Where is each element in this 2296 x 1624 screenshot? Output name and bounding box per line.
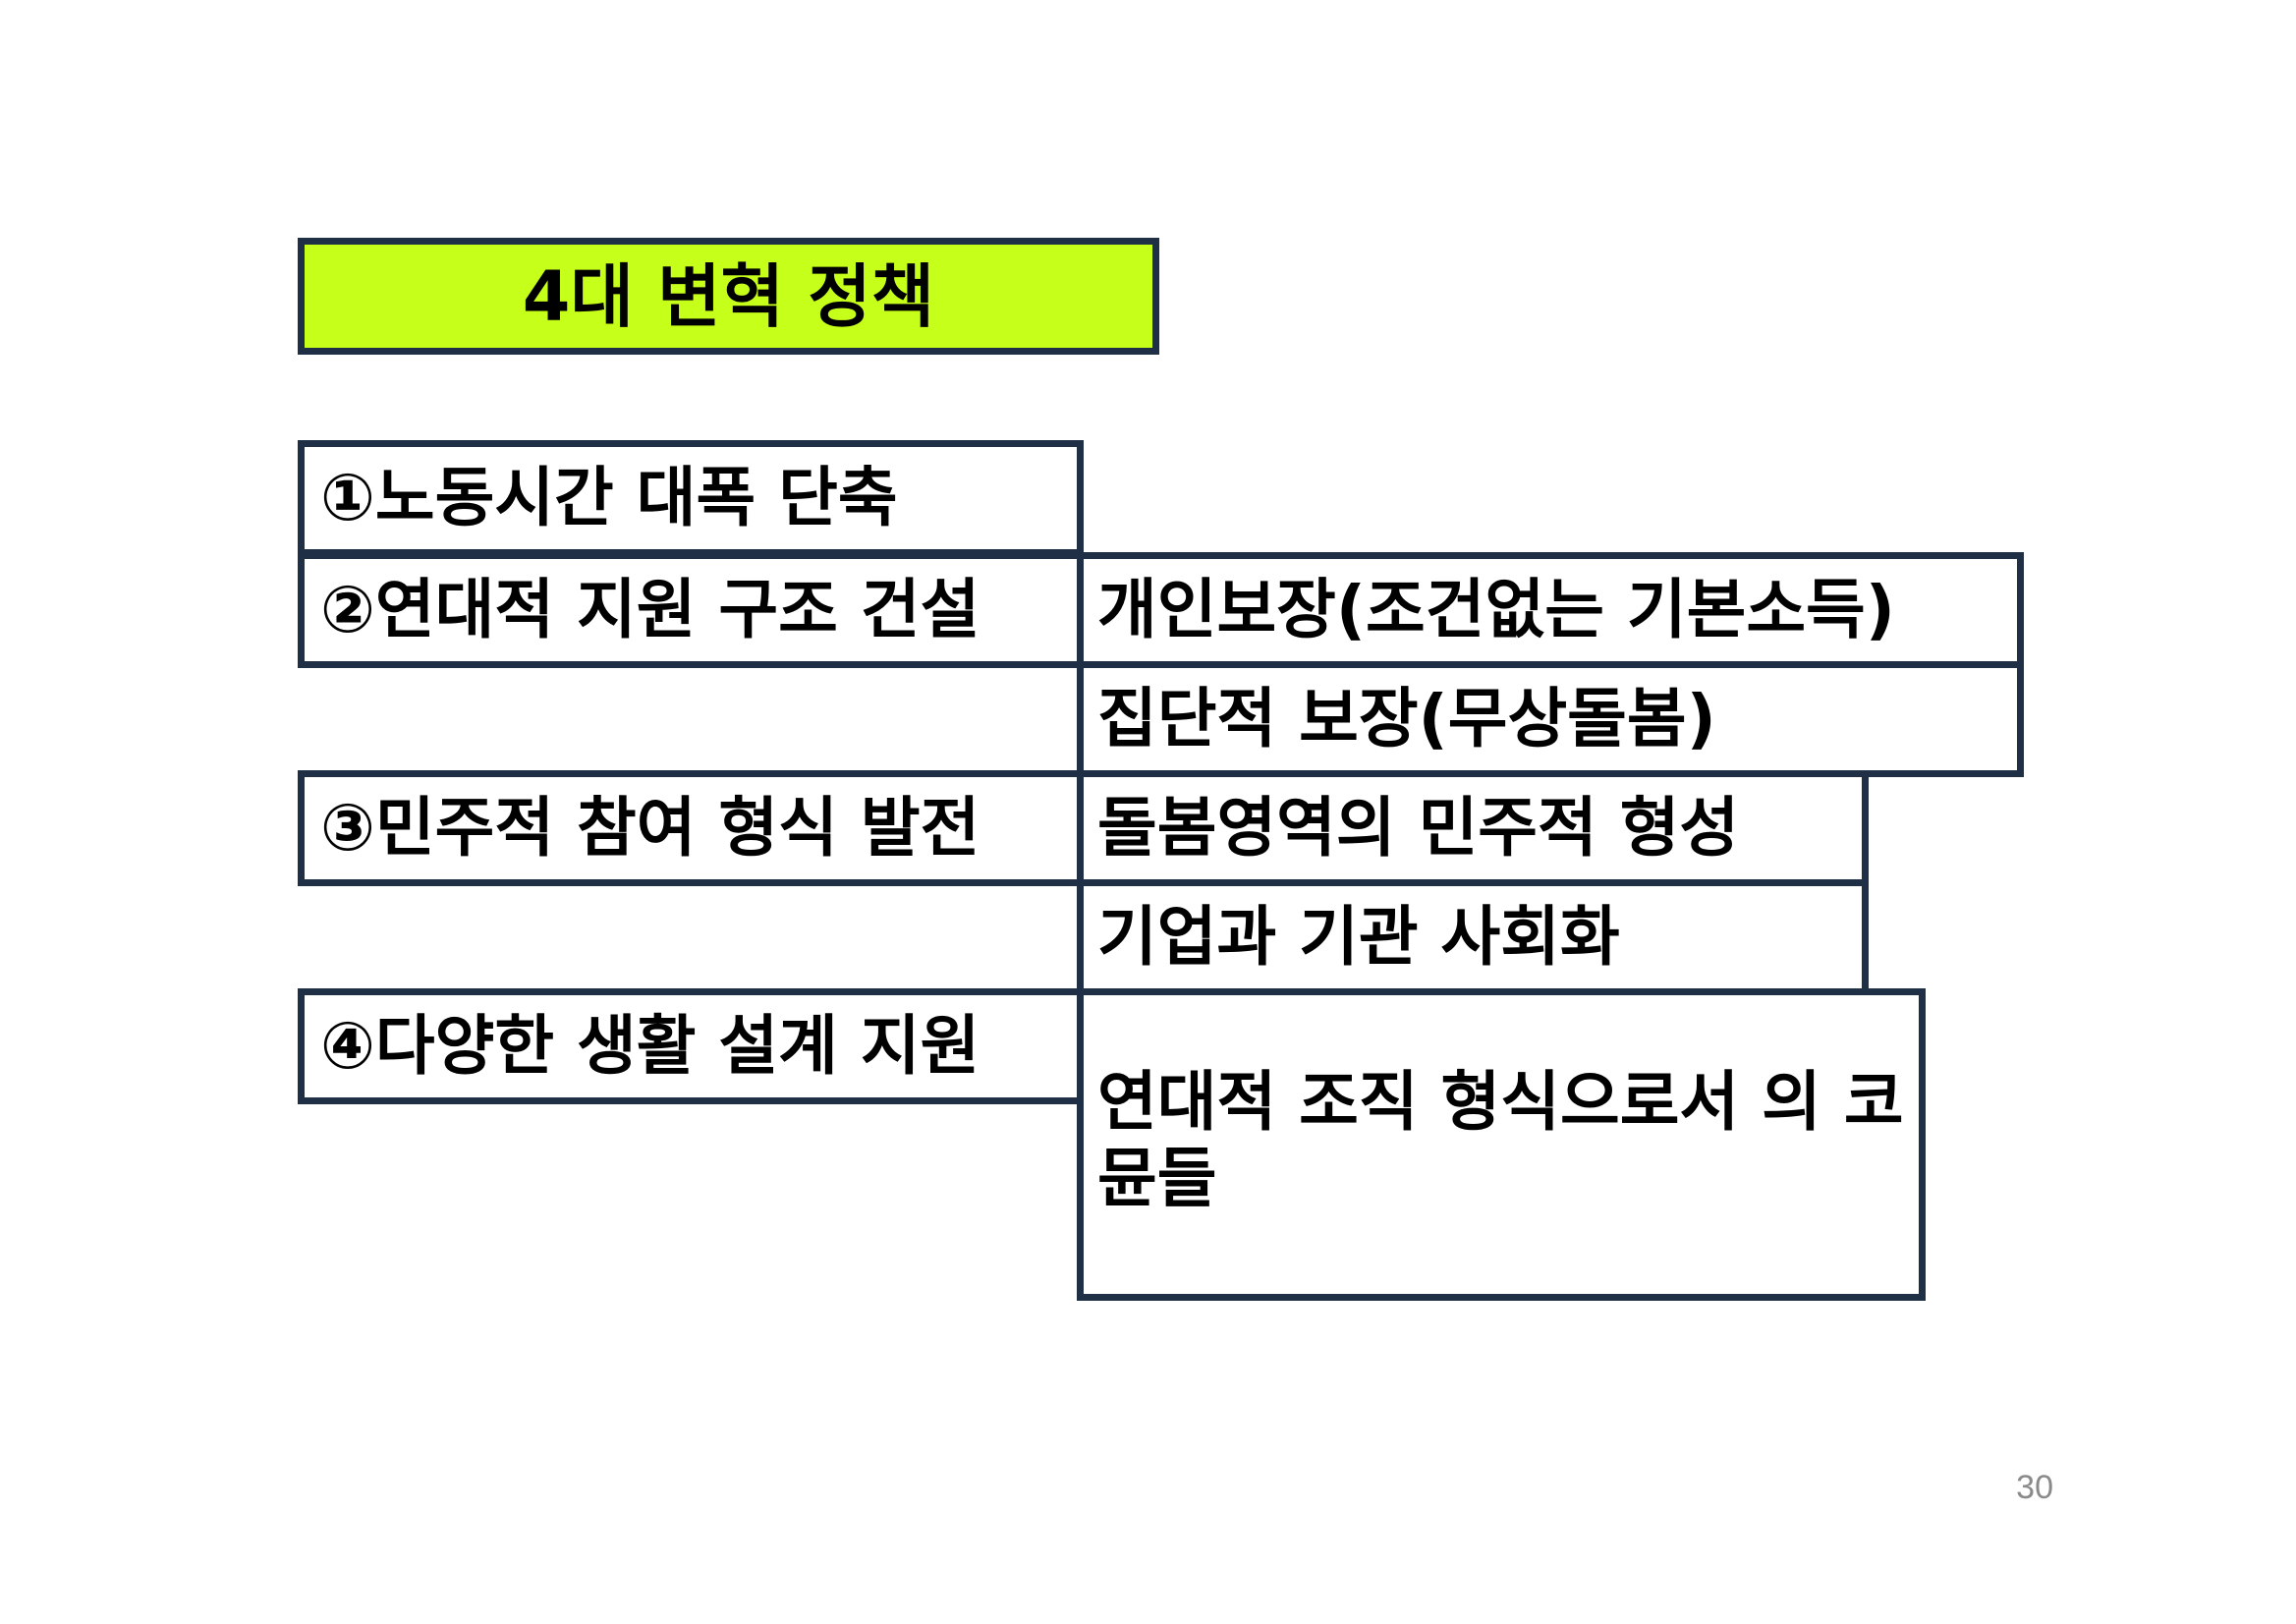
detail-item-4-label: 기업과 기관 사회화 bbox=[1097, 899, 1620, 976]
detail-item-1: 개인보장(조건없는 기본소득) bbox=[1077, 552, 2024, 668]
policy-item-2: ②연대적 지원 구조 건설 bbox=[298, 552, 1084, 668]
policy-item-2-label: ②연대적 지원 구조 건설 bbox=[320, 572, 980, 648]
policy-item-1-label: ①노동시간 대폭 단축 bbox=[320, 460, 898, 536]
detail-item-2-label: 집단적 보장(무상돌봄) bbox=[1097, 681, 1716, 757]
policy-item-3-label: ③민주적 참여 형식 발전 bbox=[320, 790, 980, 867]
page-number: 30 bbox=[2016, 1469, 2053, 1506]
policy-item-1: ①노동시간 대폭 단축 bbox=[298, 440, 1084, 556]
policy-item-4-label: ④다양한 생활 설계 지원 bbox=[320, 1008, 980, 1085]
policy-title: 4대 변혁 정책 bbox=[522, 255, 935, 337]
detail-item-3-label: 돌봄영역의 민주적 형성 bbox=[1097, 790, 1740, 867]
detail-item-5: 연대적 조직 형식으로서 의 코뮨들 bbox=[1077, 988, 1926, 1301]
detail-item-3: 돌봄영역의 민주적 형성 bbox=[1077, 770, 1869, 886]
detail-item-2: 집단적 보장(무상돌봄) bbox=[1077, 661, 2024, 777]
policy-item-4: ④다양한 생활 설계 지원 bbox=[298, 988, 1084, 1104]
detail-item-1-label: 개인보장(조건없는 기본소득) bbox=[1097, 572, 1895, 648]
policy-title-box: 4대 변혁 정책 bbox=[298, 238, 1159, 355]
policy-item-3: ③민주적 참여 형식 발전 bbox=[298, 770, 1084, 886]
detail-item-5-label: 연대적 조직 형식으로서 의 코뮨들 bbox=[1097, 1064, 1904, 1216]
detail-item-4: 기업과 기관 사회화 bbox=[1077, 879, 1869, 995]
